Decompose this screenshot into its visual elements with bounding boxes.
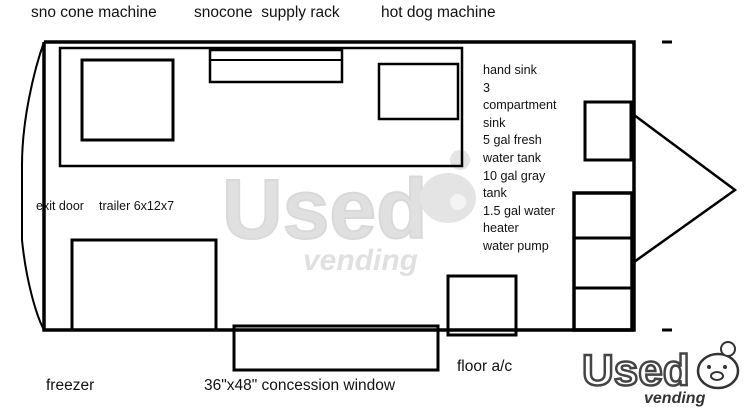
compartment-sink-stack bbox=[572, 191, 634, 332]
equipment-item: sink bbox=[483, 115, 506, 130]
equipment-item: hand sink bbox=[483, 63, 537, 77]
freezer-box bbox=[70, 238, 218, 332]
label-freezer: freezer bbox=[46, 377, 95, 394]
trailer-left-wall bbox=[21, 41, 45, 331]
label-hot-dog-machine: hot dog machine bbox=[381, 4, 496, 21]
back-counter bbox=[58, 46, 464, 168]
equipment-item: heater bbox=[483, 221, 519, 236]
label-exit-door: exit door bbox=[36, 199, 84, 213]
label-trailer-size: trailer 6x12x7 bbox=[99, 199, 175, 213]
equipment-item: 1.5 gal water bbox=[483, 203, 556, 218]
equipment-list: hand sink 3 compartment sink 5 gal fresh… bbox=[483, 62, 557, 256]
label-floor-ac: floor a/c bbox=[457, 358, 513, 375]
equipment-item: 5 gal fresh bbox=[483, 133, 542, 148]
label-concession-window: 36"x48" concession window bbox=[204, 377, 396, 394]
equipment-item: water tank bbox=[483, 150, 542, 165]
sno-cone-machine-box bbox=[80, 58, 175, 142]
hot-dog-machine-box bbox=[377, 62, 460, 121]
label-sno-cone-machine: sno cone machine bbox=[31, 4, 157, 21]
supply-rack-box bbox=[208, 48, 344, 84]
label-snocone-supply-rack: snocone supply rack bbox=[194, 4, 340, 21]
equipment-item: tank bbox=[483, 186, 507, 201]
equipment-item: water pump bbox=[483, 238, 549, 253]
trailer-outline bbox=[42, 40, 636, 332]
hand-sink-box bbox=[583, 100, 633, 162]
equipment-item: 10 gal gray bbox=[483, 168, 546, 183]
concession-window-box bbox=[232, 324, 440, 372]
trailer-hitch bbox=[633, 113, 738, 264]
equipment-item: 3 bbox=[483, 80, 491, 95]
equipment-item: compartment bbox=[483, 98, 557, 113]
floor-ac-box bbox=[446, 274, 518, 337]
